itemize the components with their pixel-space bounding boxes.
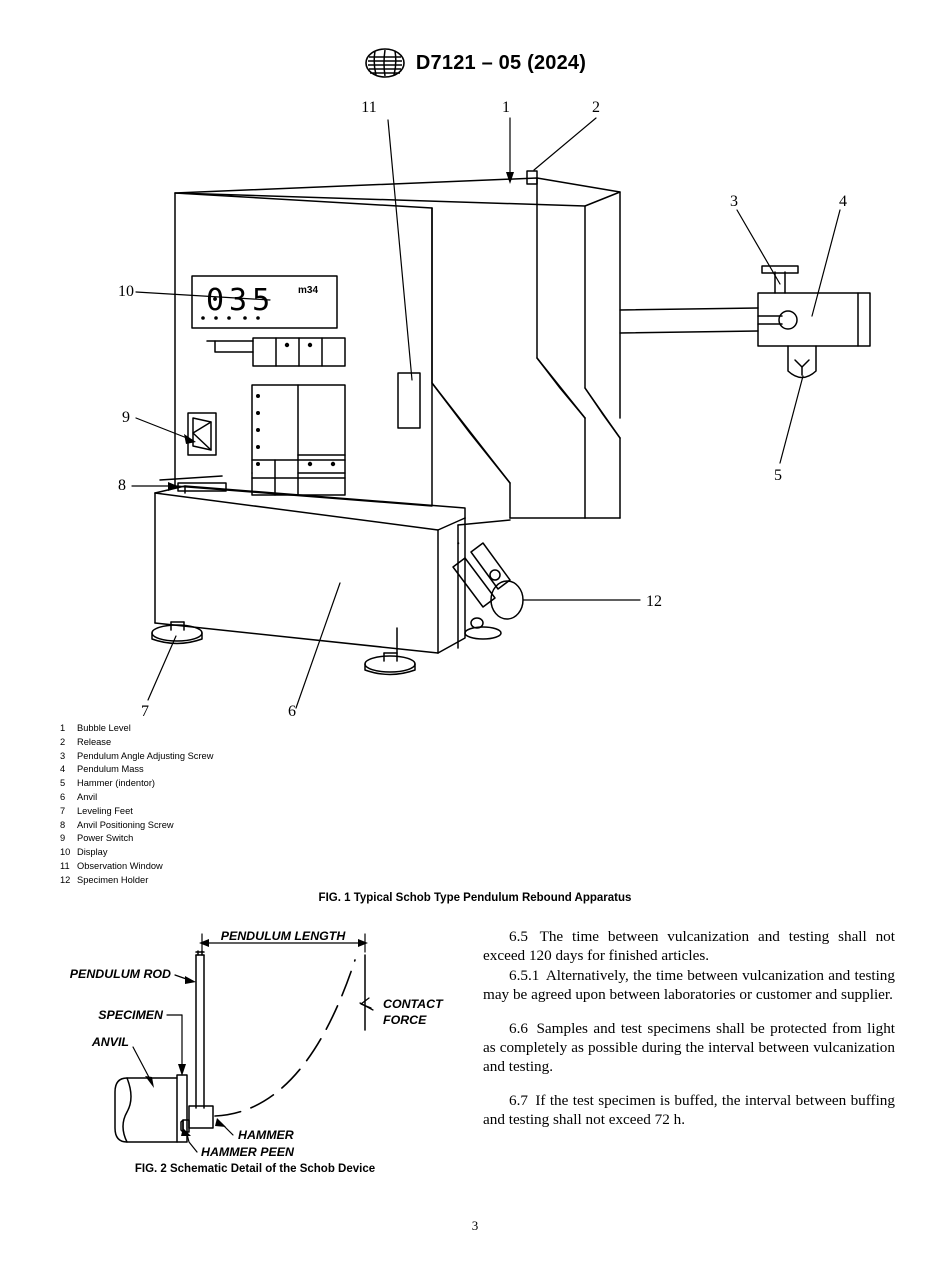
label-pendulum-length: PENDULUM LENGTH <box>221 929 347 943</box>
label-pendulum-rod: PENDULUM ROD <box>70 967 171 981</box>
paragraph-6-6: 6.6 Samples and test specimens shall be … <box>483 1019 895 1077</box>
callout-1: 1 <box>502 99 510 116</box>
label-contact-force-line2: FORCE <box>383 1013 427 1027</box>
callout-9: 9 <box>122 409 130 426</box>
legend-number: 10 <box>60 847 71 858</box>
paragraph-text: If the test specimen is buffed, the inte… <box>483 1091 895 1129</box>
legend-item: 3 Pendulum Angle Adjusting Screw <box>60 750 390 764</box>
page-header: ASTM D7121 – 05 (2024) <box>0 48 950 78</box>
label-contact-force-line1: CONTACT <box>383 997 444 1011</box>
legend-item: 1 Bubble Level <box>60 722 390 736</box>
callout-2: 2 <box>592 99 600 116</box>
legend-number: 2 <box>60 736 66 747</box>
callout-4: 4 <box>839 193 847 210</box>
paragraph-text: The time between vulcanization and testi… <box>483 928 895 965</box>
body-text-column: 6.5 The time between vulcanization and t… <box>483 927 895 1130</box>
legend-number: 5 <box>60 778 66 789</box>
legend-label: Bubble Level <box>77 723 131 733</box>
legend-item: 8 Anvil Positioning Screw <box>60 819 390 833</box>
figure-2-caption: FIG. 2 Schematic Detail of the Schob Dev… <box>134 1163 376 1175</box>
figure-1-apparatus-drawing: 035 m34 11 1 2 3 4 5 10 9 8 7 6 12 <box>40 88 910 718</box>
legend-number: 1 <box>60 723 66 733</box>
legend-item: 11 Observation Window <box>60 860 390 874</box>
callout-12: 12 <box>646 593 662 610</box>
legend-label: Display <box>77 847 108 858</box>
legend-label: Leveling Feet <box>77 805 133 816</box>
label-anvil: ANVIL <box>91 1035 129 1049</box>
legend-label: Anvil <box>77 791 98 802</box>
paragraph-number: 6.7 <box>509 1091 528 1109</box>
paragraph-6-7: 6.7 If the test specimen is buffed, the … <box>483 1091 895 1130</box>
legend-label: Specimen Holder <box>77 874 149 885</box>
legend-number: 6 <box>60 791 66 802</box>
callout-11: 11 <box>361 99 376 116</box>
legend-number: 8 <box>60 819 66 830</box>
figure-2-schematic-drawing: PENDULUM LENGTH PENDULUM ROD SPECIMEN AN… <box>55 920 475 1160</box>
standard-designation: D7121 – 05 (2024) <box>415 51 587 74</box>
legend-label: Hammer (indentor) <box>77 778 156 789</box>
legend-item: 10 Display <box>60 846 390 860</box>
label-specimen: SPECIMEN <box>98 1008 164 1022</box>
legend-number: 3 <box>60 750 66 761</box>
display-unit: m34 <box>298 285 318 296</box>
label-hammer: HAMMER <box>238 1128 294 1142</box>
legend-label: Observation Window <box>77 860 163 871</box>
legend-item: 7 Leveling Feet <box>60 805 390 819</box>
callout-10: 10 <box>118 283 134 300</box>
label-hammer-peen: HAMMER PEEN <box>201 1145 295 1159</box>
callout-7: 7 <box>141 703 149 718</box>
callout-5: 5 <box>774 467 782 484</box>
legend-number: 11 <box>60 860 70 871</box>
legend-item: 12 Specimen Holder <box>60 874 390 888</box>
page-number: 3 <box>471 1218 479 1233</box>
legend-item: 6 Anvil <box>60 791 390 805</box>
paragraph-text: Samples and test specimens shall be prot… <box>483 1019 896 1076</box>
astm-logo-icon: ASTM <box>364 48 406 78</box>
legend-item: 9 Power Switch <box>60 832 390 846</box>
legend-label: Power Switch <box>77 833 134 844</box>
figure-1-legend: 1 Bubble Level 2 Release 3 Pendulum Angl… <box>60 722 390 888</box>
paragraph-text: Alternatively, the time between vulcaniz… <box>483 966 895 1004</box>
paragraph-6-5-1: 6.5.1 Alternatively, the time between vu… <box>483 966 895 1005</box>
legend-label: Release <box>77 736 112 747</box>
paragraph-number: 6.6 <box>509 1019 528 1037</box>
legend-label: Anvil Positioning Screw <box>77 819 174 830</box>
legend-label: Pendulum Angle Adjusting Screw <box>77 750 214 761</box>
legend-item: 5 Hammer (indentor) <box>60 777 390 791</box>
figure-1-caption: FIG. 1 Typical Schob Type Pendulum Rebou… <box>318 892 632 904</box>
display-value: 035 <box>206 283 275 318</box>
paragraph-6-5: 6.5 The time between vulcanization and t… <box>483 927 895 966</box>
callout-6: 6 <box>288 703 296 718</box>
legend-number: 7 <box>60 805 66 816</box>
paragraph-number: 6.5 <box>509 928 528 945</box>
callout-8: 8 <box>118 477 126 494</box>
callout-3: 3 <box>730 193 738 210</box>
legend-number: 4 <box>60 764 66 775</box>
paragraph-number: 6.5.1 <box>509 966 540 984</box>
legend-number: 12 <box>60 874 71 885</box>
legend-number: 9 <box>60 833 66 844</box>
legend-item: 2 Release <box>60 736 390 750</box>
legend-label: Pendulum Mass <box>77 764 144 775</box>
legend-item: 4 Pendulum Mass <box>60 763 390 777</box>
